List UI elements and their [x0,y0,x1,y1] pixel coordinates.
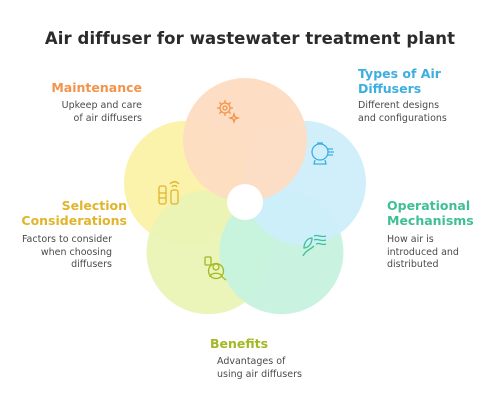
diagram-title: Air diffuser for wastewater treatment pl… [44,29,456,48]
benefits-heading: Benefits [210,336,269,351]
comparison-bottles-icon [158,181,180,205]
selection-description: Factors to consider when choosing diffus… [21,234,112,270]
center-hub [227,184,263,220]
petal-maintenance [183,78,307,202]
air-flow-icon [302,234,327,257]
selection-heading: Selection Considerations [21,198,127,228]
benefits-description: Advantages of using air diffusers [217,356,302,380]
types-heading: Types of Air Diffusers [358,66,441,96]
gear-sparkle-icon [217,100,241,125]
operational-heading: Operational Mechanisms [387,198,474,228]
diffuser-device-icon [311,142,334,165]
maintenance-description: Upkeep and care of air diffusers [61,100,142,124]
user-benefit-icon [204,256,227,281]
operational-description: How air is introduced and distributed [387,234,459,270]
types-description: Different designs and configurations [358,100,447,124]
maintenance-heading: Maintenance [51,80,142,95]
